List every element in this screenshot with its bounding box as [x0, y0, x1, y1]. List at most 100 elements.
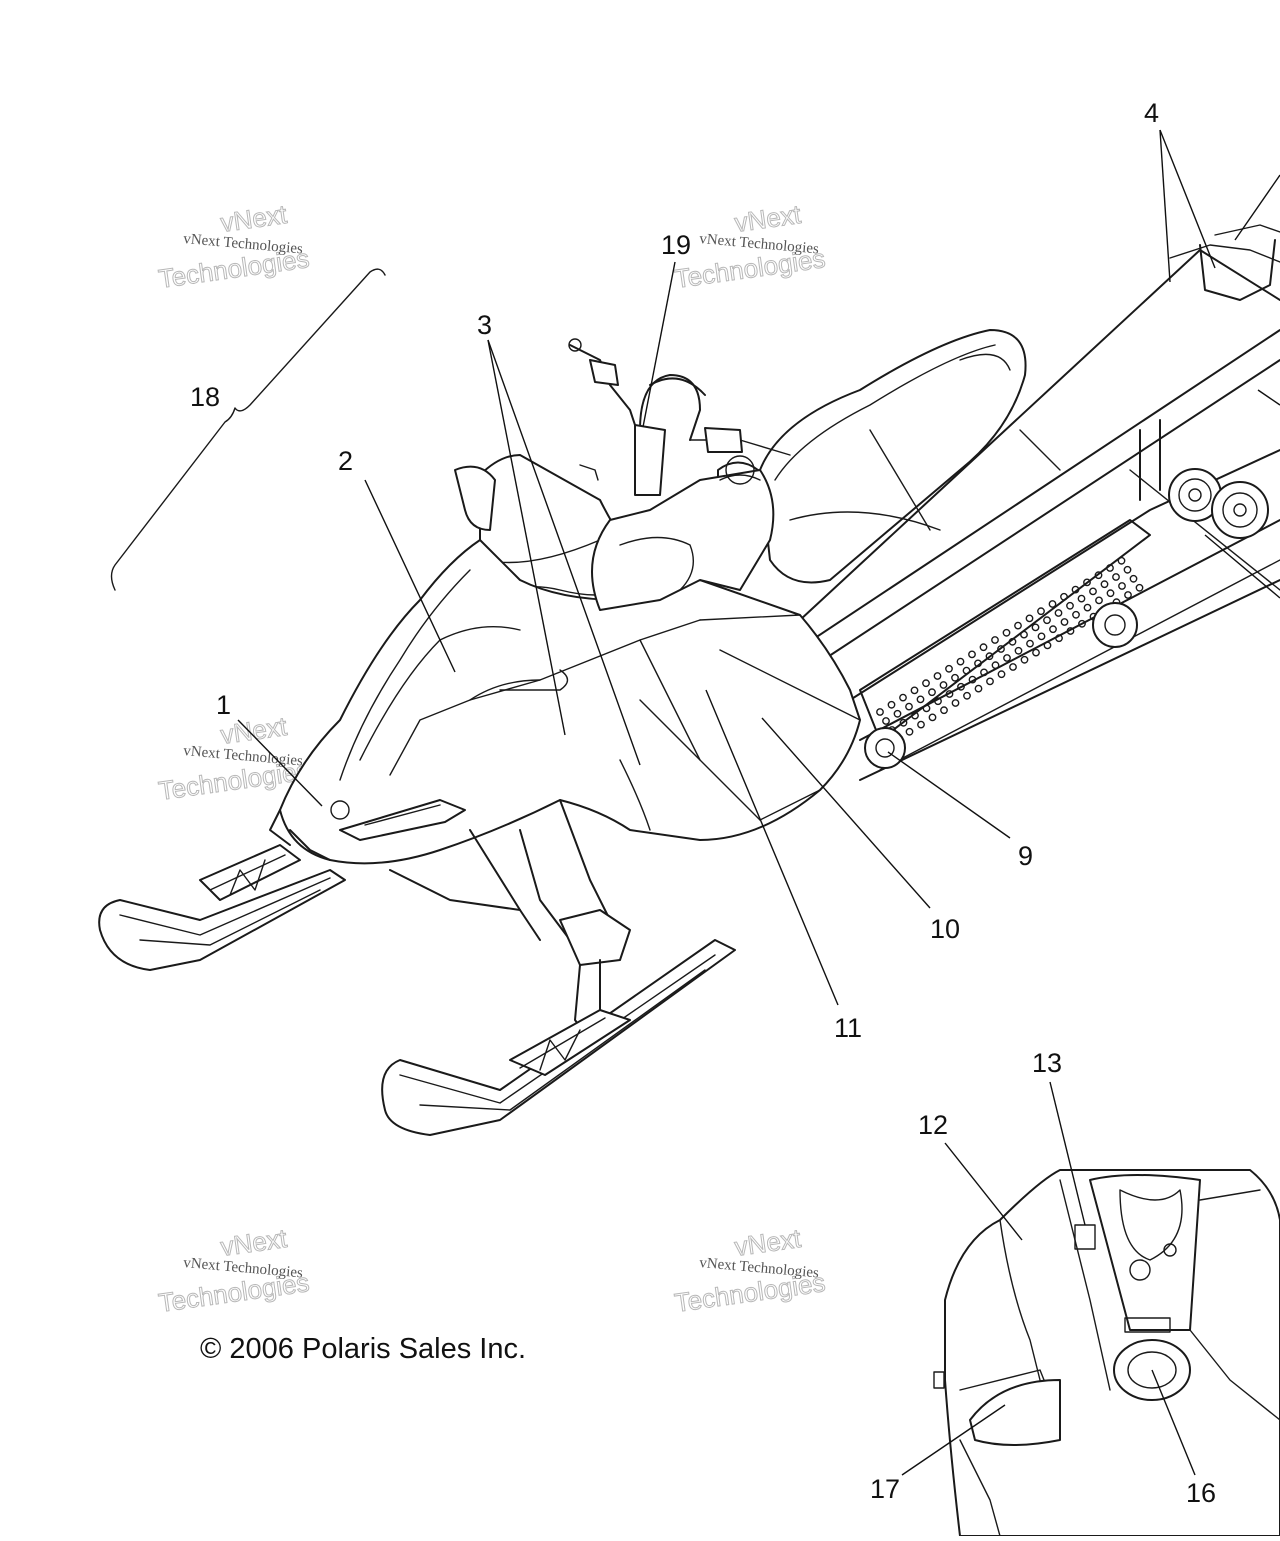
leader-4b	[1159, 129, 1216, 269]
watermark-text-top: vNext	[733, 199, 804, 238]
running-board-hole	[1117, 556, 1126, 565]
front-suspension	[389, 799, 631, 1041]
running-board-hole	[991, 661, 1000, 670]
running-board-hole	[963, 691, 971, 700]
running-board-hole	[945, 664, 953, 673]
running-board-hole	[1043, 641, 1052, 650]
running-board-hole	[979, 643, 988, 652]
running-board-hole	[1077, 594, 1086, 603]
leader-9	[887, 751, 1011, 839]
running-board-hole	[951, 699, 960, 707]
leader-offpage-top	[1234, 174, 1280, 241]
dash-detail-view	[933, 1169, 1280, 1537]
watermark-text-top: vNext	[219, 199, 290, 238]
running-board-hole	[928, 688, 936, 697]
running-board-hole	[882, 717, 890, 725]
callout-19: 19	[661, 230, 691, 260]
running-board-hole	[962, 666, 971, 675]
running-board-hole	[922, 704, 931, 713]
watermark-top-left: Technologies vNext vNext Technologies	[156, 198, 311, 294]
running-board-hole	[911, 711, 919, 720]
running-board-hole	[1095, 596, 1103, 605]
running-board-hole	[997, 645, 1005, 653]
leader-11	[705, 689, 839, 1006]
running-board-hole	[997, 670, 1006, 679]
running-board-hole	[1071, 585, 1080, 594]
callout-13: 13	[1032, 1048, 1062, 1078]
running-board-hole	[1135, 583, 1144, 592]
running-board-hole	[986, 677, 994, 686]
running-board-hole	[1048, 600, 1057, 608]
seat	[759, 329, 1027, 584]
running-board-hole	[1066, 627, 1075, 635]
running-board-hole	[1094, 571, 1103, 580]
idler-wheels	[864, 468, 1269, 769]
leader-17	[901, 1404, 1006, 1476]
running-board-hole	[1003, 654, 1011, 662]
running-board-hole	[1043, 616, 1051, 625]
running-board-hole	[1066, 601, 1074, 610]
callout-11: 11	[834, 1013, 862, 1043]
running-board-hole	[1049, 625, 1057, 634]
running-board-hole	[1014, 621, 1022, 630]
callout-1: 1	[216, 690, 231, 720]
hood-and-side-panels	[269, 455, 861, 865]
running-board-hole	[893, 709, 902, 718]
callout-17: 17	[870, 1474, 900, 1504]
callout-12: 12	[918, 1110, 948, 1140]
callout-2: 2	[338, 446, 353, 476]
running-board-hole	[1106, 564, 1114, 572]
callout-9: 9	[1018, 841, 1033, 871]
leader-13	[1049, 1081, 1086, 1226]
running-board-hole	[1078, 619, 1086, 628]
running-board-hole	[933, 672, 942, 680]
running-board-hole	[917, 720, 925, 729]
running-board-hole	[991, 636, 999, 644]
running-board-hole	[945, 690, 954, 698]
running-board-hole	[974, 684, 983, 693]
running-board-hole	[1072, 610, 1080, 619]
running-board-hole	[957, 682, 965, 691]
callout-4: 4	[1144, 98, 1159, 128]
callout-16: 16	[1186, 1478, 1216, 1508]
bracket-18	[110, 268, 386, 591]
running-board-hole	[1032, 648, 1040, 657]
running-board-hole	[1025, 614, 1034, 623]
running-board-hole	[905, 702, 913, 711]
running-board-hole	[974, 659, 982, 668]
copyright-notice: © 2006 Polaris Sales Inc.	[200, 1333, 526, 1365]
leader-4a	[1159, 129, 1171, 283]
running-board-hole	[928, 713, 937, 722]
running-board	[859, 519, 1151, 743]
running-board-hole	[916, 695, 925, 704]
running-board-hole	[1083, 603, 1092, 612]
running-board-hole	[1123, 565, 1132, 574]
running-board-hole	[1014, 646, 1023, 655]
leader-2	[364, 479, 456, 673]
running-board-hole	[1054, 609, 1063, 617]
running-board-hole	[1031, 623, 1040, 632]
running-board-hole	[1060, 618, 1069, 626]
running-board-hole	[1060, 592, 1068, 601]
leader-lines	[237, 129, 1280, 1476]
watermark-bottom-center: Technologies vNext vNext Technologies	[672, 1222, 827, 1318]
running-board-hole	[1020, 655, 1029, 664]
running-board-hole	[910, 686, 919, 695]
running-board-hole	[951, 673, 959, 682]
running-board-hole	[968, 650, 976, 659]
left-ski	[98, 844, 346, 971]
running-board-hole	[1118, 582, 1126, 590]
running-board-hole	[1026, 639, 1034, 648]
running-board-hole	[1002, 628, 1011, 637]
watermark-text-top: vNext	[733, 1223, 804, 1262]
leader-19	[642, 261, 676, 428]
running-board-hole	[934, 697, 942, 706]
running-board-hole	[1055, 634, 1063, 643]
tunnel-and-track	[799, 224, 1280, 781]
running-board-hole	[968, 675, 977, 684]
running-board-hole	[899, 718, 908, 727]
callout-3: 3	[477, 310, 492, 340]
running-board-hole	[1083, 578, 1091, 587]
